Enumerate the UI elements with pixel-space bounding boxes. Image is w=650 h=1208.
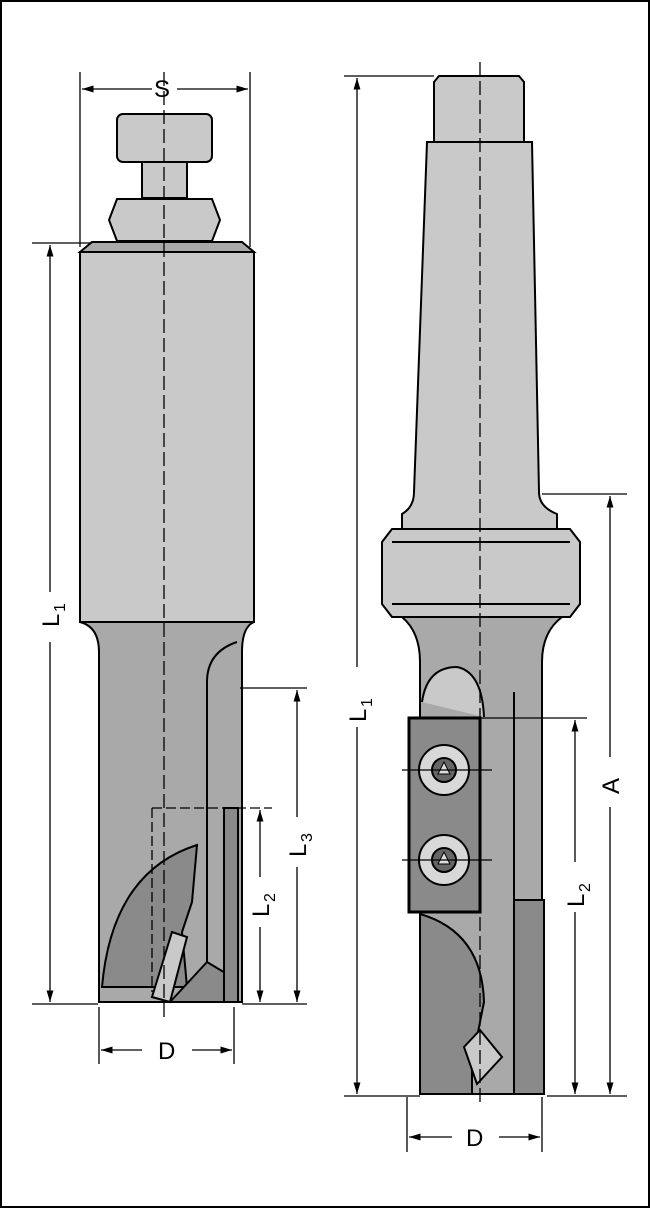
dim-label-d-right: D bbox=[466, 1125, 483, 1152]
collar bbox=[381, 528, 581, 618]
svg-text:1: 1 bbox=[359, 698, 376, 707]
svg-text:L: L bbox=[248, 904, 275, 917]
shank bbox=[79, 251, 255, 623]
cutter-insert-left bbox=[150, 930, 189, 1004]
tang bbox=[433, 75, 525, 143]
svg-text:2: 2 bbox=[262, 893, 279, 902]
svg-text:3: 3 bbox=[299, 833, 316, 842]
right-dimensions bbox=[344, 62, 627, 1152]
svg-text:L: L bbox=[345, 709, 372, 722]
shank-chamfer bbox=[77, 241, 257, 253]
dim-label-l3-left: L 3 bbox=[285, 833, 316, 857]
left-dimensions bbox=[32, 72, 307, 1064]
dim-label-a: A bbox=[598, 778, 625, 794]
left-tool bbox=[77, 113, 257, 1004]
right-tool bbox=[381, 75, 581, 1095]
dim-label-l2-left: L 2 bbox=[248, 893, 279, 917]
dim-label-s: S bbox=[154, 76, 170, 103]
cutter-insert-right bbox=[462, 1028, 504, 1086]
cutter-body-right bbox=[223, 807, 239, 1003]
cutter-body-right bbox=[513, 899, 545, 1095]
dim-label-d-left: D bbox=[158, 1038, 175, 1065]
flute-right bbox=[421, 665, 485, 718]
svg-text:L: L bbox=[38, 614, 65, 627]
svg-text:A: A bbox=[598, 778, 625, 794]
svg-text:2: 2 bbox=[577, 883, 594, 892]
svg-text:1: 1 bbox=[52, 603, 69, 612]
dim-label-l1-right: L 1 bbox=[345, 698, 376, 722]
flute bbox=[206, 641, 238, 987]
svg-text:L: L bbox=[285, 844, 312, 857]
dim-label-l2-right: L 2 bbox=[563, 883, 594, 907]
svg-text:L: L bbox=[563, 894, 590, 907]
dim-label-l1-left: L 1 bbox=[38, 603, 69, 627]
